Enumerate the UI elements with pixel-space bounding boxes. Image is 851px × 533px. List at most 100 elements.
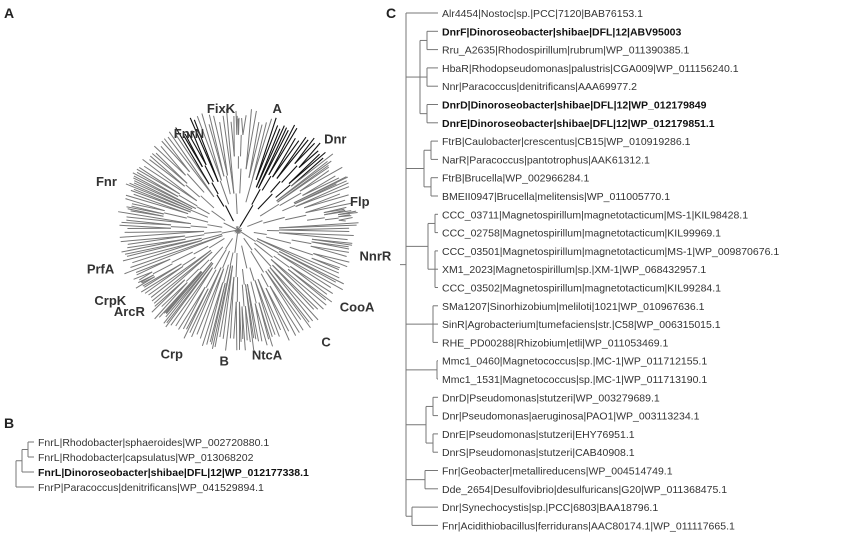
clade-label: CrpK <box>94 293 126 308</box>
tree-branch <box>307 217 325 221</box>
tree-branch <box>254 303 263 342</box>
tree-branch <box>138 166 180 195</box>
tree-branch <box>133 188 191 213</box>
tree-branch <box>294 180 347 205</box>
tree-branch <box>142 158 198 202</box>
tree-branch <box>265 270 304 331</box>
tree-branch <box>119 224 171 229</box>
tree-branch <box>196 206 210 215</box>
tree-branch <box>250 281 257 304</box>
tree-branch <box>251 188 261 205</box>
leaf-label: Rru_A2635|Rhodospirillum|rubrum|WP_01139… <box>442 45 689 57</box>
tree-branch <box>211 265 232 349</box>
leaf-label: CCC_02758|Magnetospirillum|magnetotactic… <box>442 228 721 240</box>
tree-branch <box>257 279 282 331</box>
tree-branch <box>272 140 300 178</box>
tree-branch <box>133 175 197 209</box>
tree-branch <box>206 282 224 345</box>
tree-branch <box>154 279 186 307</box>
tree-branch <box>279 229 350 232</box>
tree-branch <box>279 227 350 231</box>
leaf-label: Dnr|Pseudomonas|aeruginosa|PAO1|WP_00311… <box>442 411 700 423</box>
tree-branch <box>267 269 311 329</box>
tree-branch <box>143 165 198 202</box>
tree-branch <box>235 252 238 278</box>
tree-branch <box>199 259 210 271</box>
tree-branch <box>201 113 222 181</box>
clade-label: Crp <box>161 346 183 361</box>
leaf-label: HbaR|Rhodopseudomonas|palustris|CGA009|W… <box>442 63 739 75</box>
tree-branch <box>150 250 212 298</box>
tree-branch <box>311 257 340 271</box>
tree-branch <box>120 235 186 243</box>
tree-branch <box>299 170 330 192</box>
tree-branch <box>187 132 207 166</box>
tree-branch <box>225 108 235 194</box>
tree-branch <box>278 251 337 283</box>
tree-branch <box>241 284 245 307</box>
tree-branch <box>160 145 186 176</box>
tree-branch <box>270 180 281 193</box>
tree-branch <box>282 204 296 212</box>
leaf-label: Fnr|Acidithiobacillus|ferridurans|AAC801… <box>442 520 735 532</box>
tree-branch <box>265 287 290 332</box>
tree-branch <box>191 267 222 338</box>
tree-branch <box>164 212 187 219</box>
tree-branch <box>149 155 185 187</box>
tree-branch <box>269 267 314 322</box>
tree-branch <box>252 122 267 179</box>
leaf-label: Dnr|Synechocystis|sp.|PCC|6803|BAA18796.… <box>442 502 658 514</box>
tree-branch <box>254 242 273 258</box>
tree-branch <box>163 138 190 173</box>
tree-branch <box>225 205 234 222</box>
tree-branch <box>303 193 341 209</box>
panel-c: C Alr4454|Nostoc|sp.|PCC|7120|BAB76153.1… <box>386 5 779 532</box>
tree-branch <box>127 238 186 249</box>
tree-branch <box>250 250 265 273</box>
tree-branch <box>124 230 205 233</box>
leaf-label: BMEII0947|Brucella|melitensis|WP_0110057… <box>442 191 670 203</box>
tree-branch <box>276 160 332 202</box>
clade-label: NnrR <box>360 249 392 264</box>
leaf-label: RHE_PD00288|Rhizobium|etli|WP_011053469.… <box>442 337 668 349</box>
tree-branch <box>243 237 253 251</box>
tree-branch <box>225 238 233 250</box>
clade-label: FixK <box>207 101 236 116</box>
tree-branch <box>272 264 315 310</box>
tree-branch <box>272 137 296 178</box>
tree-branch <box>126 219 172 226</box>
tree-branch <box>245 284 255 351</box>
tree-branch <box>293 176 349 204</box>
tree-branch <box>338 216 353 221</box>
tree-branch <box>239 168 242 194</box>
clade-label: Flp <box>350 194 370 209</box>
tree-branch <box>313 253 350 263</box>
tree-branch <box>204 165 214 183</box>
tree-branch <box>166 262 214 324</box>
tree-branch <box>211 210 226 222</box>
tree-branch <box>275 184 291 198</box>
tree-branch <box>257 279 280 337</box>
tree-branch <box>175 267 213 327</box>
tree-branch <box>338 219 346 222</box>
tree-branch <box>165 261 213 318</box>
tree-branch <box>124 237 202 255</box>
tree-branch <box>304 194 349 209</box>
tree-branch <box>295 186 350 207</box>
tree-branch <box>119 230 205 238</box>
tree-branch <box>254 303 268 346</box>
tree-branch <box>260 273 269 288</box>
leaf-label: DnrD|Pseudomonas|stutzeri|WP_003279689.1 <box>442 392 660 404</box>
tree-branch <box>259 203 280 217</box>
tree-branch <box>338 215 352 218</box>
tree-branch <box>298 150 319 168</box>
tree-branch <box>313 253 348 268</box>
tree-b: FnrL|Rhodobacter|sphaeroides|WP_00272088… <box>15 437 309 494</box>
tree-branch <box>175 134 210 185</box>
tree-branch <box>155 152 188 184</box>
tree-branch <box>213 115 229 176</box>
tree-branch <box>310 245 349 253</box>
tree-branch <box>133 193 189 215</box>
leaf-label: FnrL|Dinoroseobacter|shibae|DFL|12|WP_01… <box>38 467 309 479</box>
leaf-label: Mmc1_0460|Magnetococcus|sp.|MC-1|WP_0117… <box>442 356 707 368</box>
